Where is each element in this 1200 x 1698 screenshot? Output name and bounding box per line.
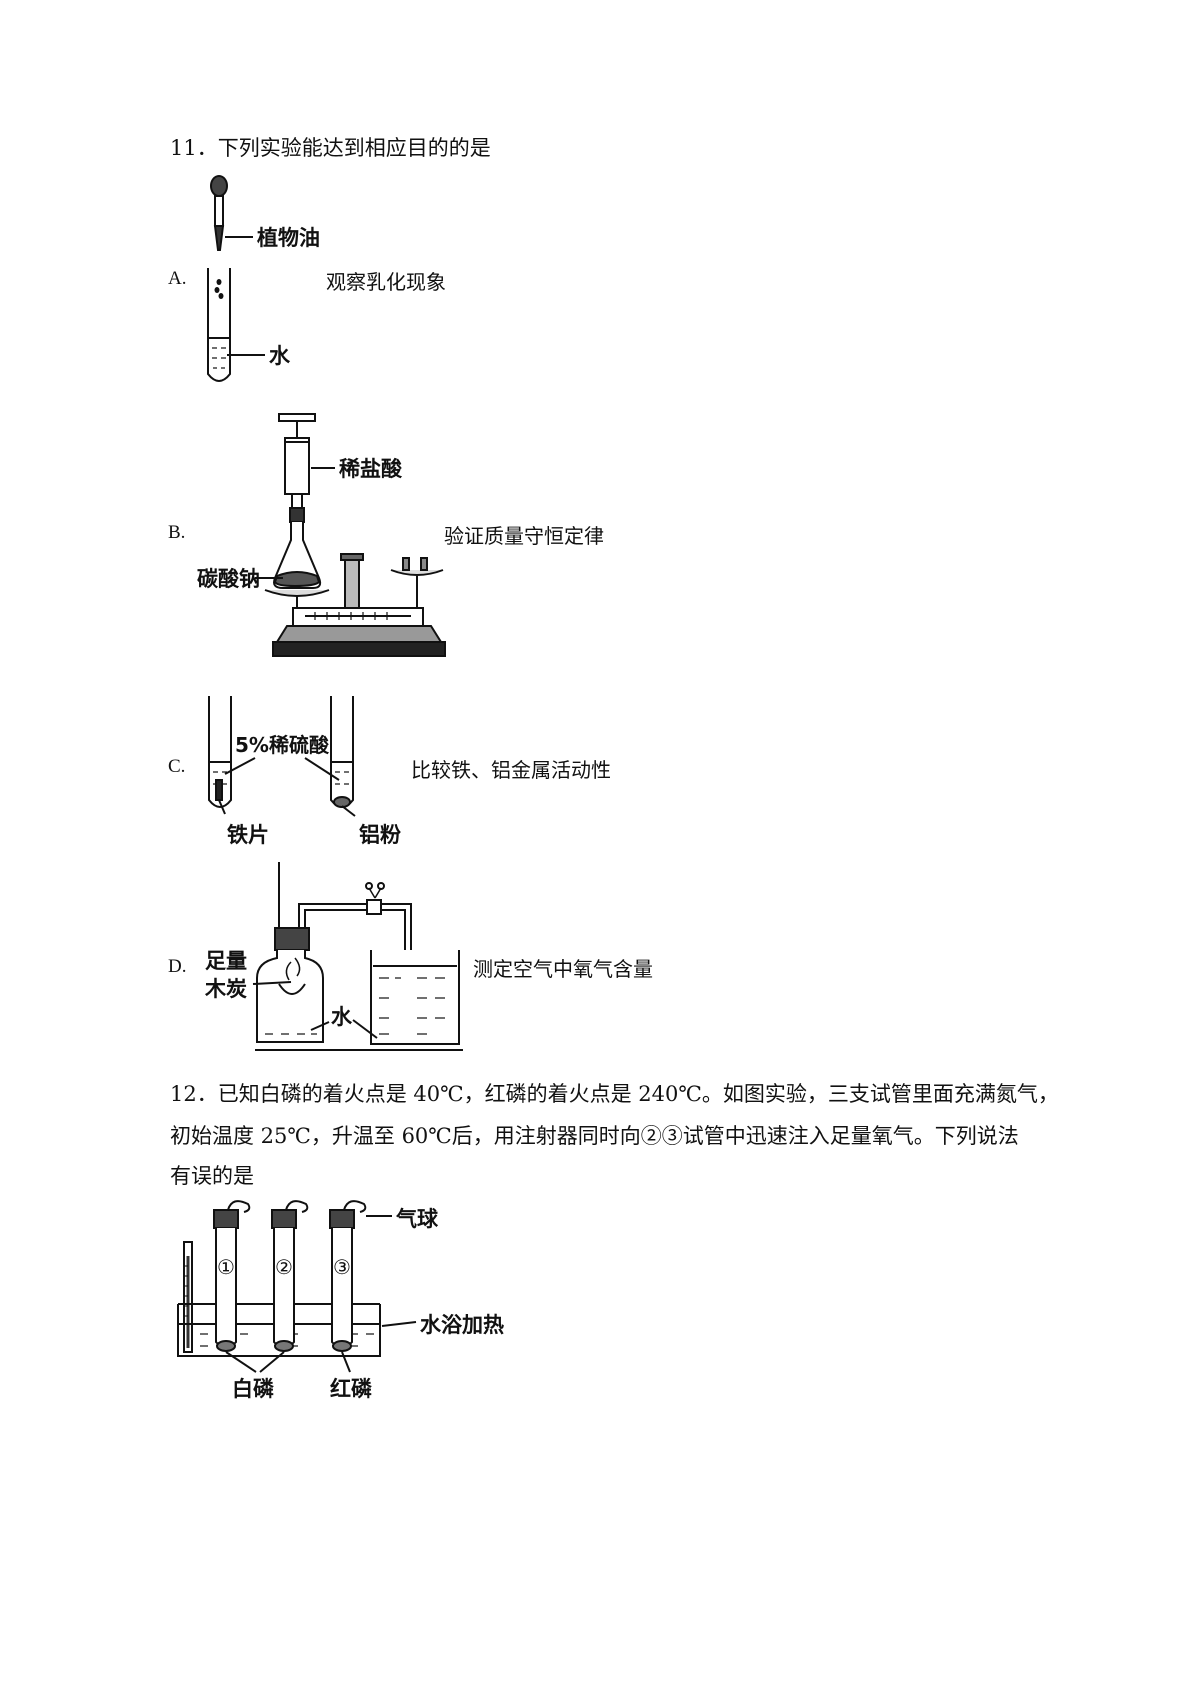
label-dilute-sulfuric-acid: 5%稀硫酸 [235, 733, 330, 757]
option-c-figure: 5%稀硫酸 铁片 铝粉 [208, 696, 401, 847]
option-c-letter: C. [168, 756, 186, 777]
test-tube-iron-icon [208, 696, 232, 808]
option-a-caption: 观察乳化现象 [326, 270, 446, 294]
tube-2-label: ② [275, 1255, 293, 1279]
flask-icon [273, 507, 322, 589]
label-white-phosphorus: 白磷 [232, 1377, 274, 1401]
option-a-figure: 植物油 水 [207, 175, 320, 382]
label-iron-strip: 铁片 [227, 823, 269, 847]
dropper-icon [210, 175, 228, 251]
test-tube-aluminum-icon [330, 696, 354, 808]
label-sufficient: 足量 [205, 949, 247, 973]
option-b-caption: 验证质量守恒定律 [444, 524, 604, 548]
question-12-stem-line-3: 有误的是 [170, 1164, 254, 1188]
tube-1-icon [213, 1200, 251, 1352]
question-12-stem-line-1: 12．已知白磷的着火点是 40℃，红磷的着火点是 240℃。如图实验，三支试管里… [170, 1082, 1059, 1106]
syringe-icon [278, 413, 316, 508]
option-b-figure: 稀盐酸 碳酸钠 [197, 413, 446, 657]
question-11-stem: 11．下列实验能达到相应目的的是 [170, 136, 491, 160]
option-d-figure: 足量 木炭 水 [204, 862, 463, 1051]
tube-1-label: ① [217, 1255, 235, 1279]
test-tube-icon [207, 268, 231, 382]
collection-bottle-icon [256, 862, 324, 1043]
thermometer-icon [183, 1241, 193, 1353]
label-sodium-carbonate: 碳酸钠 [197, 567, 260, 591]
beaker-icon [370, 950, 460, 1045]
option-d-letter: D. [168, 956, 187, 977]
label-balloon: 气球 [395, 1207, 439, 1231]
balance-icon [264, 553, 446, 657]
label-vegetable-oil: 植物油 [257, 226, 320, 250]
label-water-a: 水 [269, 344, 291, 368]
tube-3-label: ③ [333, 1255, 351, 1279]
label-water-bath: 水浴加热 [420, 1313, 504, 1337]
label-red-phosphorus: 红磷 [330, 1377, 372, 1401]
option-b-letter: B. [168, 522, 186, 543]
label-aluminum-powder: 铝粉 [359, 823, 401, 847]
label-dilute-hcl: 稀盐酸 [339, 457, 403, 481]
label-charcoal: 木炭 [204, 977, 247, 1001]
option-d-caption: 测定空气中氧气含量 [473, 957, 653, 981]
question-12-stem-line-2: 初始温度 25℃，升温至 60℃后，用注射器同时向②③试管中迅速注入足量氧气。下… [170, 1124, 1019, 1148]
option-c-caption: 比较铁、铝金属活动性 [411, 758, 611, 782]
tube-2-icon [271, 1200, 309, 1352]
label-water-d: 水 [331, 1005, 353, 1029]
option-a-letter: A. [168, 268, 187, 289]
question-12-figure: ① ② ③ 气球 水浴加热 白磷 红磷 [177, 1200, 504, 1401]
tube-3-icon [329, 1200, 367, 1352]
